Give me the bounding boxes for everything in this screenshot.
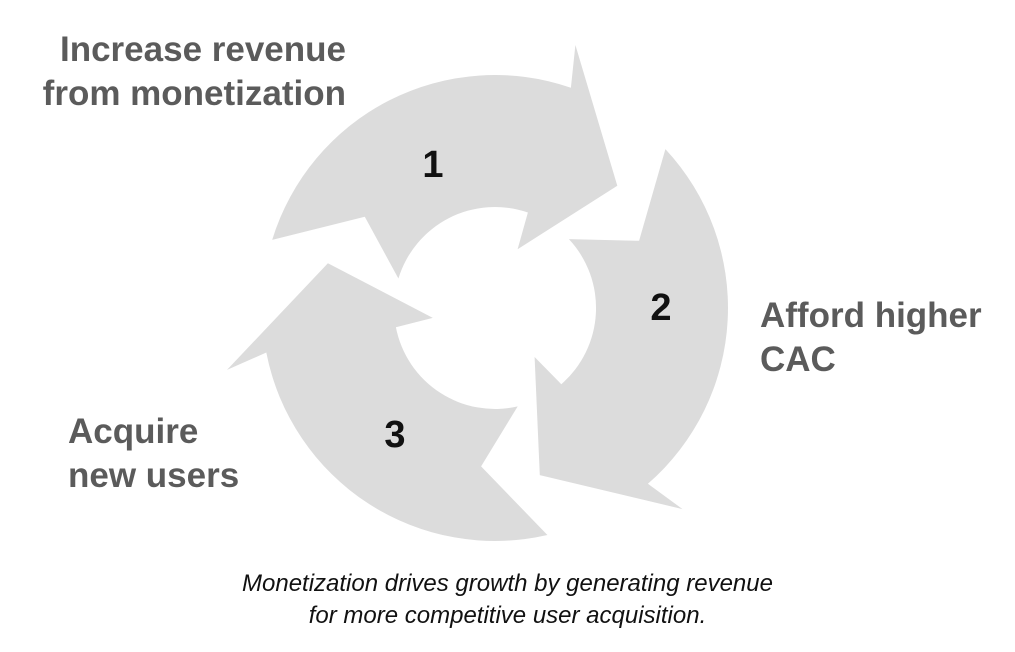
- step-number-2: 2: [650, 287, 671, 329]
- step-1-label-line-1: Increase revenue: [59, 30, 346, 69]
- cycle-arrow-segment-2: [534, 149, 728, 510]
- caption-line-1: Monetization drives growth by generating…: [242, 570, 773, 597]
- cycle-arrow-segment-1: [272, 45, 618, 279]
- step-3-label-line-1: Acquire: [68, 412, 199, 451]
- step-2-label-line-2: CAC: [760, 340, 836, 379]
- step-1-label-line-2: from monetization: [42, 74, 346, 113]
- step-2-label-line-1: Afford higher: [760, 296, 982, 335]
- step-number-1: 1: [422, 144, 443, 186]
- step-1-label: Increase revenue from monetization: [43, 28, 346, 116]
- diagram-caption: Monetization drives growth by generating…: [0, 568, 1015, 632]
- step-number-3: 3: [384, 414, 405, 456]
- cycle-arrow-segment-3: [227, 263, 548, 541]
- step-3-label: Acquire new users: [68, 410, 239, 498]
- caption-line-2: for more competitive user acquisition.: [308, 602, 707, 629]
- step-3-label-line-2: new users: [68, 456, 240, 495]
- step-2-label: Afford higher CAC: [760, 294, 982, 382]
